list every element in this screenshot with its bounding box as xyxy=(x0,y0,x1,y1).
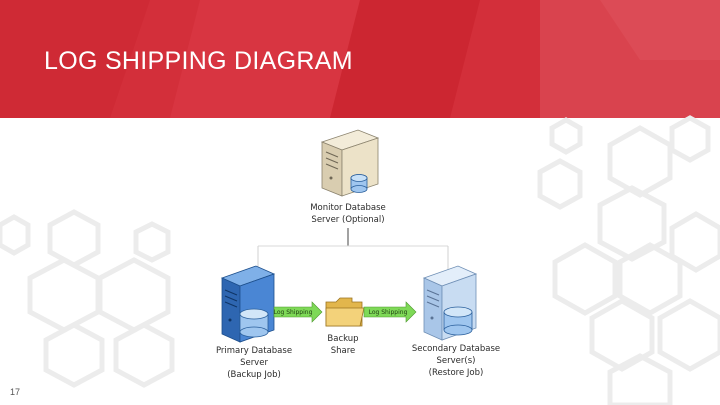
primary-label-line1: Primary Database xyxy=(216,346,292,356)
folder-icon xyxy=(325,297,365,327)
arrow-right-label: Log Shipping xyxy=(369,309,408,316)
secondary-label-line2: Server(s) xyxy=(437,356,476,366)
secondary-label-line3: (Restore Job) xyxy=(429,368,484,378)
slide-title: LOG SHIPPING DIAGRAM xyxy=(44,47,353,75)
primary-server-icon xyxy=(220,265,276,343)
secondary-label-line1: Secondary Database xyxy=(412,344,500,354)
monitor-server-icon xyxy=(320,129,380,197)
slide-header: LOG SHIPPING DIAGRAM xyxy=(0,0,720,118)
secondary-server-icon xyxy=(422,265,478,341)
decorative-hexagons xyxy=(0,115,720,405)
header-background-pattern xyxy=(0,0,720,118)
arrow-left-label: Log Shipping xyxy=(274,309,313,316)
primary-label-line3: (Backup Job) xyxy=(227,370,281,380)
backup-share-label-line1: Backup xyxy=(327,334,358,344)
primary-label-line2: Server xyxy=(240,358,268,368)
monitor-label-line2: Server (Optional) xyxy=(311,215,384,225)
monitor-label-line1: Monitor Database xyxy=(310,203,386,213)
slide-page-number: 17 xyxy=(10,387,21,397)
log-shipping-arrow-left: Log Shipping xyxy=(274,301,323,323)
log-shipping-arrow-right: Log Shipping xyxy=(363,301,417,323)
backup-share-label-line2: Share xyxy=(331,346,356,356)
